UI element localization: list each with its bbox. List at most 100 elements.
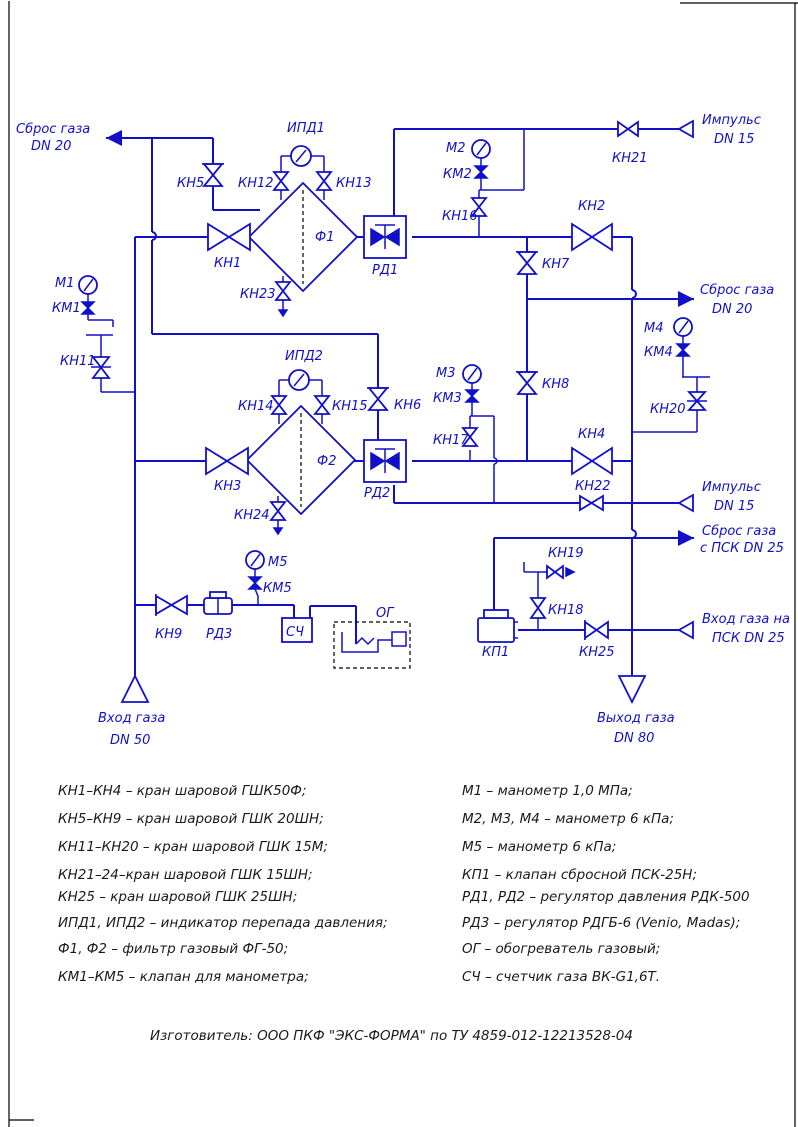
gas-meter-sch (281, 617, 313, 643)
label-rd2: РД2 (364, 486, 390, 501)
valves-horizontal-small (155, 120, 639, 640)
pipes (86, 128, 710, 676)
label-kp1: КП1 (482, 645, 509, 660)
label-sch: СЧ (286, 625, 304, 640)
label-kn15: КН15 (332, 399, 368, 414)
label-km5: КМ5 (263, 581, 292, 596)
label-vyhod-2: DN 80 (614, 731, 654, 746)
valves-vertical (91, 163, 708, 619)
km-valves (80, 165, 691, 597)
manometer-m4 (673, 317, 693, 344)
manometer-m2 (471, 139, 491, 166)
regulator-rd2 (363, 439, 407, 483)
label-kn2: КН2 (578, 199, 605, 214)
heater-og (333, 621, 411, 669)
legend-left-5: ИПД1, ИПД2 – индикатор перепада давления… (58, 915, 388, 931)
label-kn7: КН7 (542, 257, 570, 272)
regulator-rd3 (203, 591, 233, 615)
label-kn13: КН13 (336, 176, 372, 191)
label-impuls-mid-1: Импульс (702, 480, 761, 495)
label-kn16: КН16 (442, 209, 478, 224)
legend-right-1: М2, М3, М4 – манометр 6 кПа; (462, 811, 674, 827)
legend-left-1: КН5–КН9 – кран шаровой ГШК 20ШН; (58, 811, 324, 827)
label-kn22: КН22 (575, 479, 611, 494)
label-sbros-right-1: Сброс газа (700, 283, 774, 298)
label-impuls-top-2: DN 15 (714, 132, 754, 147)
label-rd1: РД1 (372, 263, 398, 278)
label-kn3: КН3 (214, 479, 241, 494)
legend-right-2: М5 – манометр 6 кПа; (462, 839, 616, 855)
legend-right-0: М1 – манометр 1,0 МПа; (462, 783, 633, 799)
label-vhod-2: DN 50 (110, 733, 150, 748)
legend-right-3: КП1 – клапан сбросной ПСК-25Н; (462, 867, 697, 883)
label-sbros-psk-1: Сброс газа (702, 524, 776, 539)
manufacturer-footer: Изготовитель: ООО ПКФ "ЭКС-ФОРМА" по ТУ … (150, 1028, 633, 1044)
label-km3: КМ3 (433, 391, 462, 406)
valves-large (205, 222, 613, 476)
label-ipd1: ИПД1 (287, 121, 325, 136)
legend-right-6: ОГ – обогреватель газовый; (462, 941, 660, 957)
page-frame (8, 1, 798, 1127)
label-kn14: КН14 (238, 399, 274, 414)
regulator-rd1 (363, 215, 407, 259)
labels: Сброс газа DN 20 ИПД1 ИПД2 Импульс DN 15… (16, 113, 790, 748)
label-rd3: РД3 (206, 627, 232, 642)
label-sbros-top-left-2: DN 20 (31, 139, 71, 154)
label-f1: Ф1 (315, 230, 334, 245)
label-vhod-psk-1: Вход газа на (702, 612, 790, 627)
legend-left-0: КН1–КН4 – кран шаровой ГШК50Ф; (58, 783, 306, 799)
label-km4: КМ4 (644, 345, 673, 360)
label-og: ОГ (376, 606, 395, 621)
manometer-m3 (462, 364, 482, 390)
label-kn4: КН4 (578, 427, 605, 442)
label-kn9: КН9 (155, 627, 182, 642)
label-kn18: КН18 (548, 603, 584, 618)
ipd2-gauge (278, 369, 323, 424)
label-sbros-top-left-1: Сброс газа (16, 122, 90, 137)
legend: КН1–КН4 – кран шаровой ГШК50Ф; КН5–КН9 –… (58, 783, 750, 985)
label-impuls-top-1: Импульс (702, 113, 761, 128)
label-m2: М2 (446, 141, 466, 156)
label-vhod-1: Вход газа (98, 711, 165, 726)
label-vhod-psk-2: ПСК DN 25 (712, 631, 785, 646)
legend-left-3: КН21–24–кран шаровой ГШК 15ШН; (58, 867, 313, 883)
legend-left-6: Ф1, Ф2 – фильтр газовый ФГ-50; (58, 941, 288, 957)
label-sbros-right-2: DN 20 (712, 302, 752, 317)
legend-right-5: РД3 – регулятор РДГБ-6 (Venio, Madas); (462, 915, 740, 931)
label-kn19: КН19 (548, 546, 584, 561)
label-kn21: КН21 (612, 151, 648, 166)
label-km1: КМ1 (52, 301, 81, 316)
label-m1: М1 (55, 276, 75, 291)
filter-f1 (247, 181, 359, 293)
label-m4: М4 (644, 321, 664, 336)
label-f2: Ф2 (317, 454, 336, 469)
legend-left-2: КН11–КН20 – кран шаровой ГШК 15М; (58, 839, 328, 855)
label-kn23: КН23 (240, 287, 276, 302)
legend-left-4: КН25 – кран шаровой ГШК 25ШН; (58, 889, 297, 905)
label-impuls-mid-2: DN 15 (714, 499, 754, 514)
label-m3: М3 (436, 366, 456, 381)
manometer-m5 (245, 550, 265, 577)
label-kn8: КН8 (542, 377, 569, 392)
flow-arrows (106, 119, 694, 705)
label-vyhod-1: Выход газа (597, 711, 675, 726)
label-kn20: КН20 (650, 402, 686, 417)
label-kn11: КН11 (60, 354, 96, 369)
safety-valve-kp1 (477, 609, 518, 643)
legend-left-7: КМ1–КМ5 – клапан для манометра; (58, 969, 309, 985)
legend-right-4: РД1, РД2 – регулятор давления РДК-500 (462, 889, 750, 905)
legend-right-7: СЧ – счетчик газа ВК-G1,6Т. (462, 969, 660, 985)
label-kn5: КН5 (177, 176, 204, 191)
label-km2: КМ2 (443, 167, 472, 182)
label-kn1: КН1 (214, 256, 241, 271)
label-kn6: КН6 (394, 398, 421, 413)
label-kn24: КН24 (234, 508, 270, 523)
label-m5: М5 (268, 555, 288, 570)
label-kn12: КН12 (238, 176, 274, 191)
label-kn25: КН25 (579, 645, 615, 660)
filter-f2 (245, 404, 357, 516)
manometer-m1 (78, 275, 98, 302)
label-sbros-psk-2: с ПСК DN 25 (700, 541, 784, 556)
label-kn17: КН17 (433, 433, 469, 448)
